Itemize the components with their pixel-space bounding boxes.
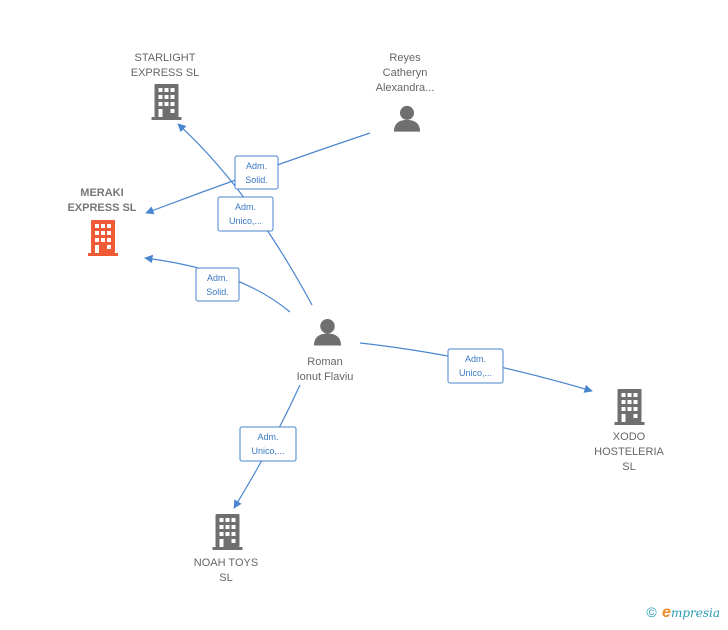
edge-label-roman-meraki[interactable]: Adm. Solid.	[195, 267, 240, 302]
node-label-line: XODO	[613, 431, 646, 443]
person-icon	[313, 318, 342, 346]
node-label-line: EXPRESS SL	[131, 67, 199, 79]
node-label-line: SL	[622, 461, 635, 473]
node-meraki[interactable]: MERAKI EXPRESS SL	[67, 187, 137, 256]
building-icon	[614, 389, 645, 425]
edge-label-roman-starlight[interactable]: Adm. Unico,...	[217, 196, 274, 232]
edge-label-line: Adm.	[246, 161, 267, 171]
edge-label-roman-noah[interactable]: Adm. Unico,...	[239, 426, 297, 462]
edge-label-line: Unico,...	[251, 446, 284, 456]
person-icon	[393, 105, 421, 132]
building-icon	[88, 220, 118, 256]
edge-label-line: Solid.	[245, 175, 268, 185]
edge-label-line: Unico,...	[459, 368, 492, 378]
node-xodo[interactable]: XODO HOSTELERIA SL	[594, 389, 665, 473]
node-label-line: NOAH TOYS	[194, 557, 258, 569]
node-label-line: Catheryn	[383, 67, 428, 79]
node-starlight[interactable]: STARLIGHT EXPRESS SL	[131, 52, 199, 120]
edge-label-line: Adm.	[207, 273, 228, 283]
node-label-line: Alexandra...	[376, 82, 435, 94]
footer-brand: © empresia	[646, 604, 720, 622]
edge-label-roman-xodo[interactable]: Adm. Unico,...	[447, 348, 504, 384]
edge-label-reyes-meraki[interactable]: Adm. Solid.	[234, 155, 279, 190]
copyright-icon: ©	[646, 604, 657, 620]
node-roman[interactable]: Roman Ionut Flaviu	[297, 318, 354, 383]
node-label-line: Reyes	[389, 52, 421, 64]
node-label-line: STARLIGHT	[135, 52, 196, 64]
node-label-line: Ionut Flaviu	[297, 371, 354, 383]
edge-label-line: Solid.	[206, 287, 229, 297]
edge-label-line: Adm.	[465, 354, 486, 364]
building-icon	[151, 84, 182, 120]
node-label-line: HOSTELERIA	[594, 446, 664, 458]
brand-logo-text: mpresia	[670, 606, 720, 620]
edge-label-line: Unico,...	[229, 216, 262, 226]
node-label-line: Roman	[307, 356, 342, 368]
node-noah[interactable]: NOAH TOYS SL	[194, 514, 258, 584]
node-reyes[interactable]: Reyes Catheryn Alexandra...	[376, 52, 435, 132]
node-label-line: EXPRESS SL	[67, 202, 136, 214]
edge-label-line: Adm.	[257, 432, 278, 442]
building-icon	[212, 514, 243, 550]
node-label-line: MERAKI	[80, 187, 123, 199]
node-label-line: SL	[219, 572, 232, 584]
brand-logo-initial: e	[662, 604, 671, 621]
edges	[144, 123, 593, 509]
edge-label-line: Adm.	[235, 202, 256, 212]
